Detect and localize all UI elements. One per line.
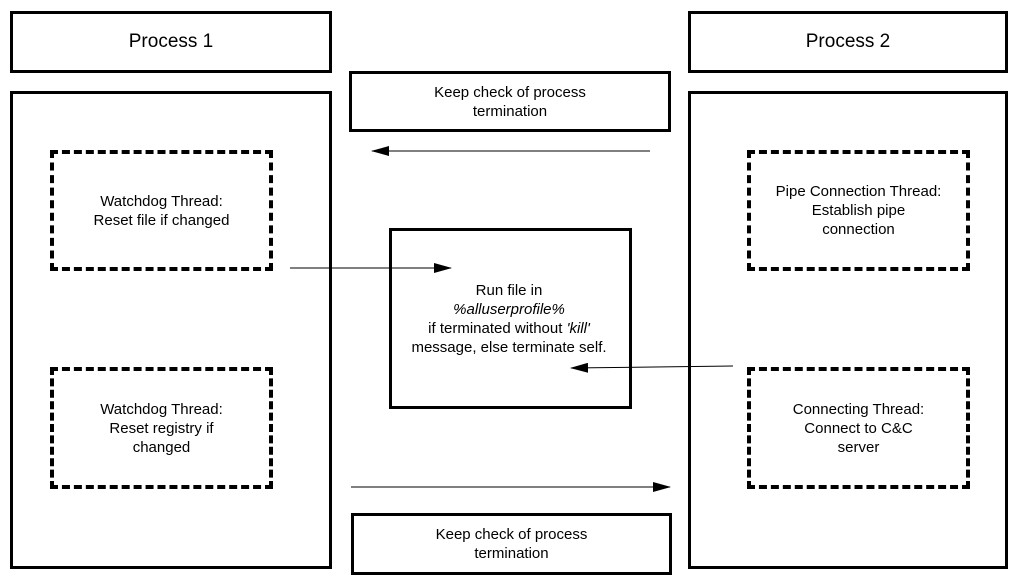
thread-label: Watchdog Thread: <box>100 400 223 418</box>
watchdog-thread-file: Watchdog Thread: Reset file if changed <box>50 150 273 271</box>
thread-label: Pipe Connection Thread: <box>775 183 942 200</box>
run-file-box <box>389 228 632 409</box>
thread-label: Reset registry if <box>109 419 214 437</box>
run-file-line-1: Run file in <box>475 282 543 299</box>
run-file-line-4: message, else terminate self. <box>411 339 607 356</box>
run-file-text: Run file in %alluserprofile% if terminat… <box>393 281 625 357</box>
process-2-container <box>688 91 1008 569</box>
process-1-header: Process 1 <box>10 11 332 73</box>
top-termination-monitor: Keep check of process termination <box>349 71 671 132</box>
process-2-header: Process 2 <box>688 11 1008 73</box>
monitor-label: Keep check of process <box>435 526 588 543</box>
arrow-connecting-to-run-file <box>570 362 734 373</box>
process-1-container <box>10 91 332 569</box>
thread-label: changed <box>132 438 191 456</box>
thread-label: Establish pipe <box>811 202 906 219</box>
watchdog-thread-registry: Watchdog Thread: Reset registry if chang… <box>50 367 273 489</box>
process-1-title: Process 1 <box>128 31 214 52</box>
thread-label: Reset file if changed <box>93 211 230 229</box>
process-2-title: Process 2 <box>805 31 891 52</box>
run-file-line-3: if terminated without 'kill' <box>428 320 590 337</box>
monitor-label: termination <box>474 545 549 562</box>
thread-label: connection <box>822 221 895 238</box>
connecting-thread: Connecting Thread: Connect to C&C server <box>747 367 970 489</box>
kill-keyword: 'kill' <box>566 320 590 337</box>
thread-label: Connect to C&C <box>804 419 913 437</box>
thread-label: Watchdog Thread: <box>100 192 223 210</box>
run-file-line-2: %alluserprofile% <box>453 301 565 318</box>
thread-label: Connecting Thread: <box>792 400 925 418</box>
monitor-label: termination <box>472 102 548 120</box>
thread-label: server <box>837 438 880 456</box>
monitor-label: Keep check of process <box>434 83 586 101</box>
pipe-connection-thread: Pipe Connection Thread: Establish pipe c… <box>747 150 970 271</box>
bottom-termination-monitor: Keep check of process termination <box>351 513 672 575</box>
